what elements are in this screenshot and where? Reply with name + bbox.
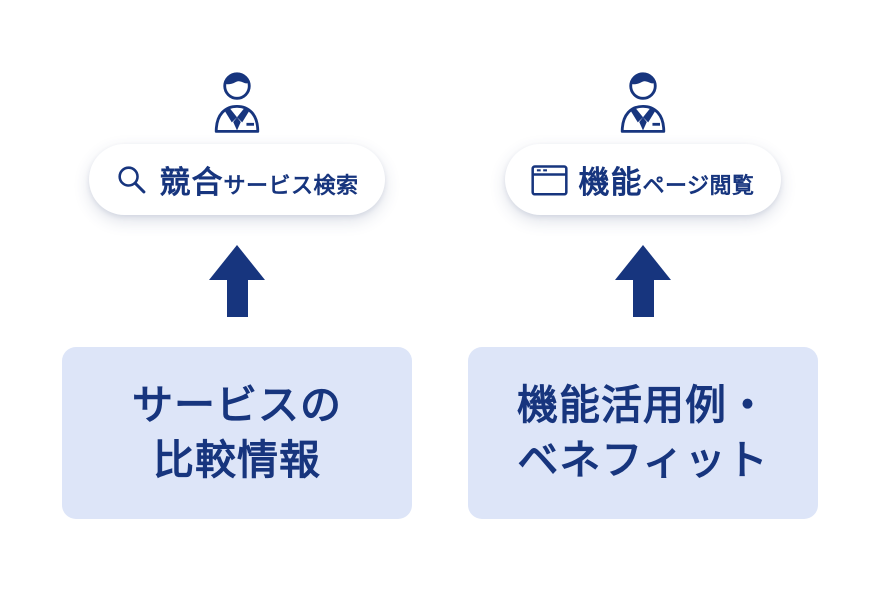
pill-label: 機能 ページ閲覧 — [578, 157, 754, 202]
pill-label: 競合 サービス検索 — [159, 157, 358, 202]
arrow-shaft — [226, 280, 248, 317]
info-box-comparison: サービスの 比較情報 — [62, 347, 412, 519]
up-arrow — [615, 245, 671, 317]
box-line1: 機能活用例・ — [517, 382, 769, 429]
up-arrow — [209, 245, 265, 317]
businessman-icon — [214, 72, 260, 133]
search-icon — [118, 165, 146, 193]
browser-icon — [531, 164, 569, 196]
column-competitor-search: 競合 サービス検索 サービスの 比較情報 — [62, 70, 412, 519]
column-feature-browse: 機能 ページ閲覧 機能活用例・ ベネフィット — [468, 70, 818, 519]
box-line2: 比較情報 — [153, 437, 321, 483]
info-box-benefit: 機能活用例・ ベネフィット — [468, 347, 818, 519]
arrow-shaft — [632, 280, 654, 317]
box-line1: サービスの — [132, 382, 342, 429]
competitor-search-pill: 競合 サービス検索 — [89, 144, 385, 215]
arrow-head — [209, 245, 265, 280]
feature-page-pill: 機能 ページ閲覧 — [505, 144, 781, 215]
businessman-icon — [620, 72, 666, 133]
pill-label-small: サービス検索 — [223, 173, 359, 198]
pill-label-large: 競合 — [159, 165, 224, 200]
arrow-head — [615, 245, 671, 280]
pill-label-small: ページ閲覧 — [642, 173, 755, 198]
box-line2: ベネフィット — [517, 437, 769, 483]
pill-label-large: 機能 — [578, 165, 643, 200]
